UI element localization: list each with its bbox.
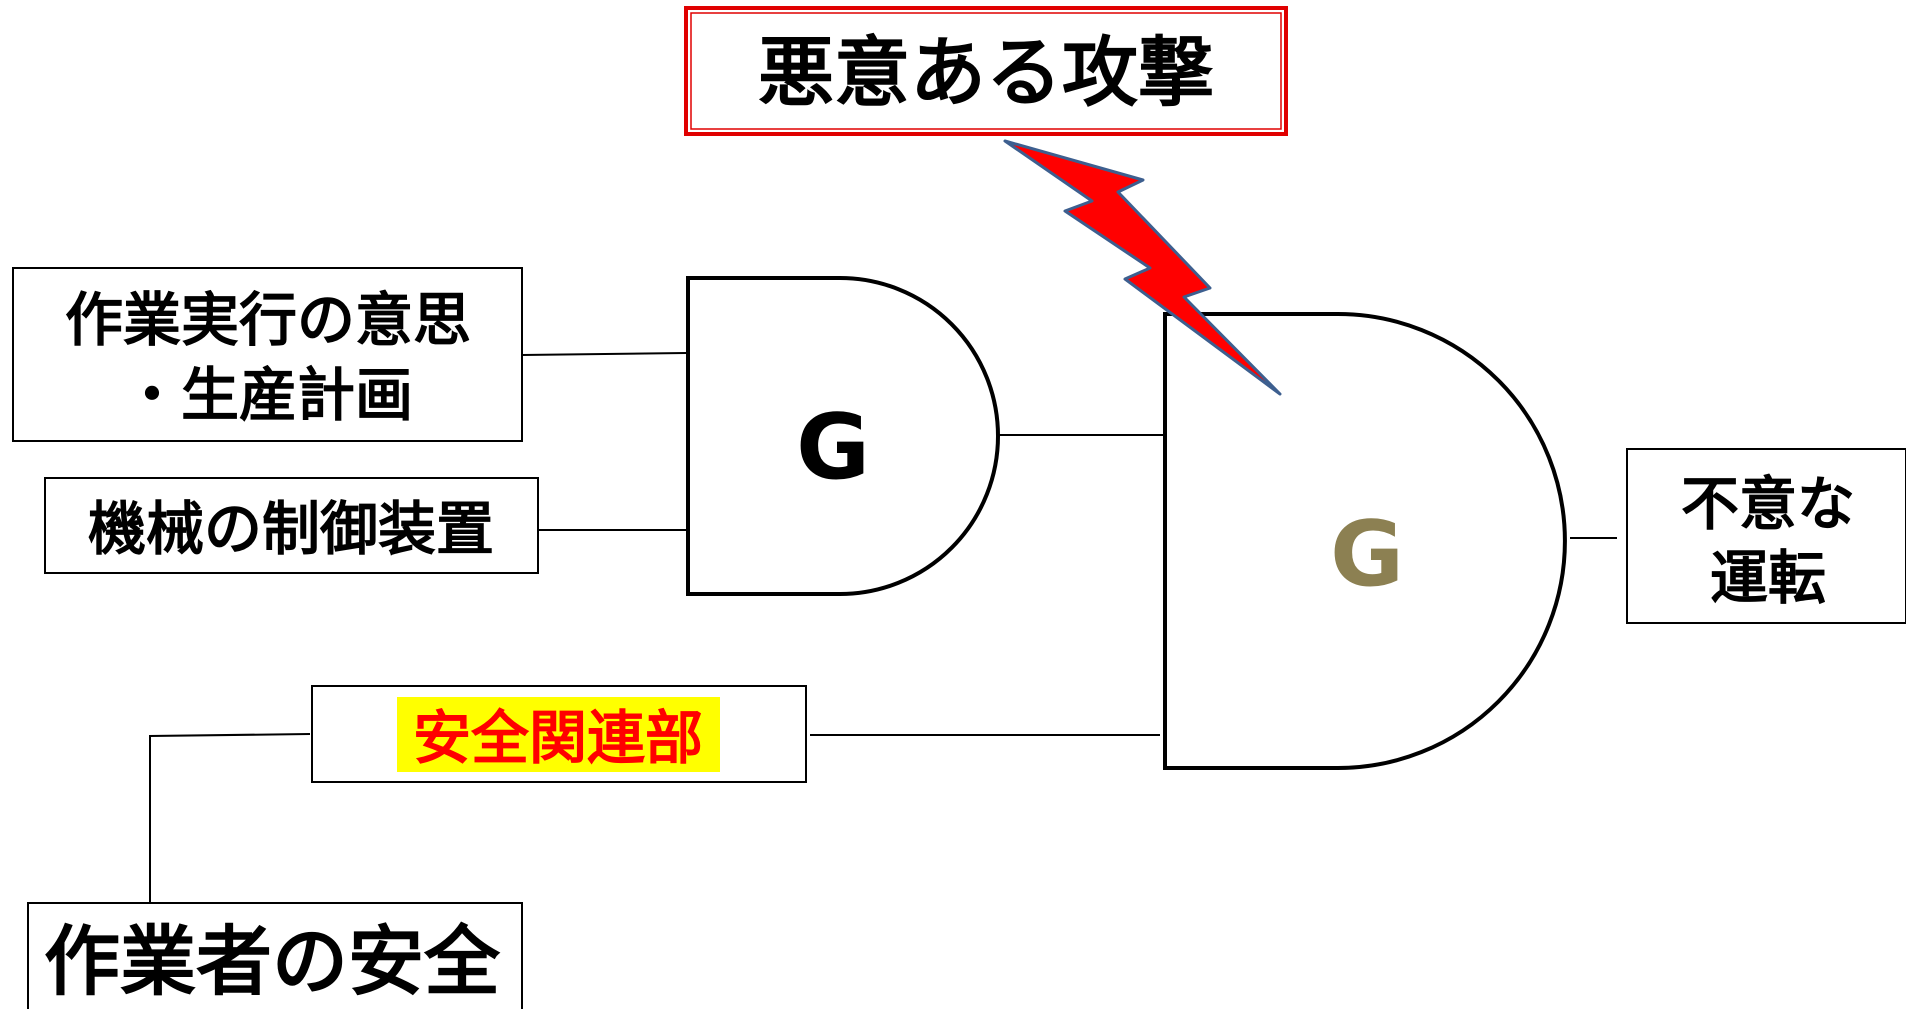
- outer-gate-label: G: [1330, 502, 1404, 607]
- output-label-line2: 運転: [1710, 544, 1826, 612]
- worker-safety-box: 作業者の安全: [27, 902, 523, 1009]
- inner-gate-label: G: [796, 395, 870, 500]
- inner-and-gate: G: [686, 276, 1000, 596]
- intent-label-line2: ・生産計画: [123, 361, 413, 429]
- connector-lines: [149, 352, 1617, 903]
- output-box: 不意な 運転: [1626, 448, 1906, 624]
- safety-part-box: 安全関連部: [311, 685, 807, 783]
- attack-box: 悪意ある攻撃: [684, 6, 1288, 136]
- outer-and-gate: G: [1163, 312, 1567, 770]
- safety-part-highlight: [397, 697, 720, 772]
- safety-part-label: 安全関連部: [413, 704, 703, 772]
- controller-box: 機械の制御装置: [44, 477, 539, 574]
- intent-box: 作業実行の意思 ・生産計画: [12, 267, 523, 442]
- controller-label: 機械の制御装置: [88, 495, 494, 563]
- worker-safety-label: 作業者の安全: [44, 917, 501, 1006]
- output-label-line1: 不意な: [1681, 470, 1855, 538]
- lightning-bolt-icon: [1003, 139, 1282, 396]
- attack-label: 悪意ある攻撃: [758, 28, 1214, 117]
- line-worker-to-safety: [149, 733, 311, 903]
- line-intent-to-inner-gate: [521, 352, 687, 356]
- intent-label-line1: 作業実行の意思: [65, 286, 471, 354]
